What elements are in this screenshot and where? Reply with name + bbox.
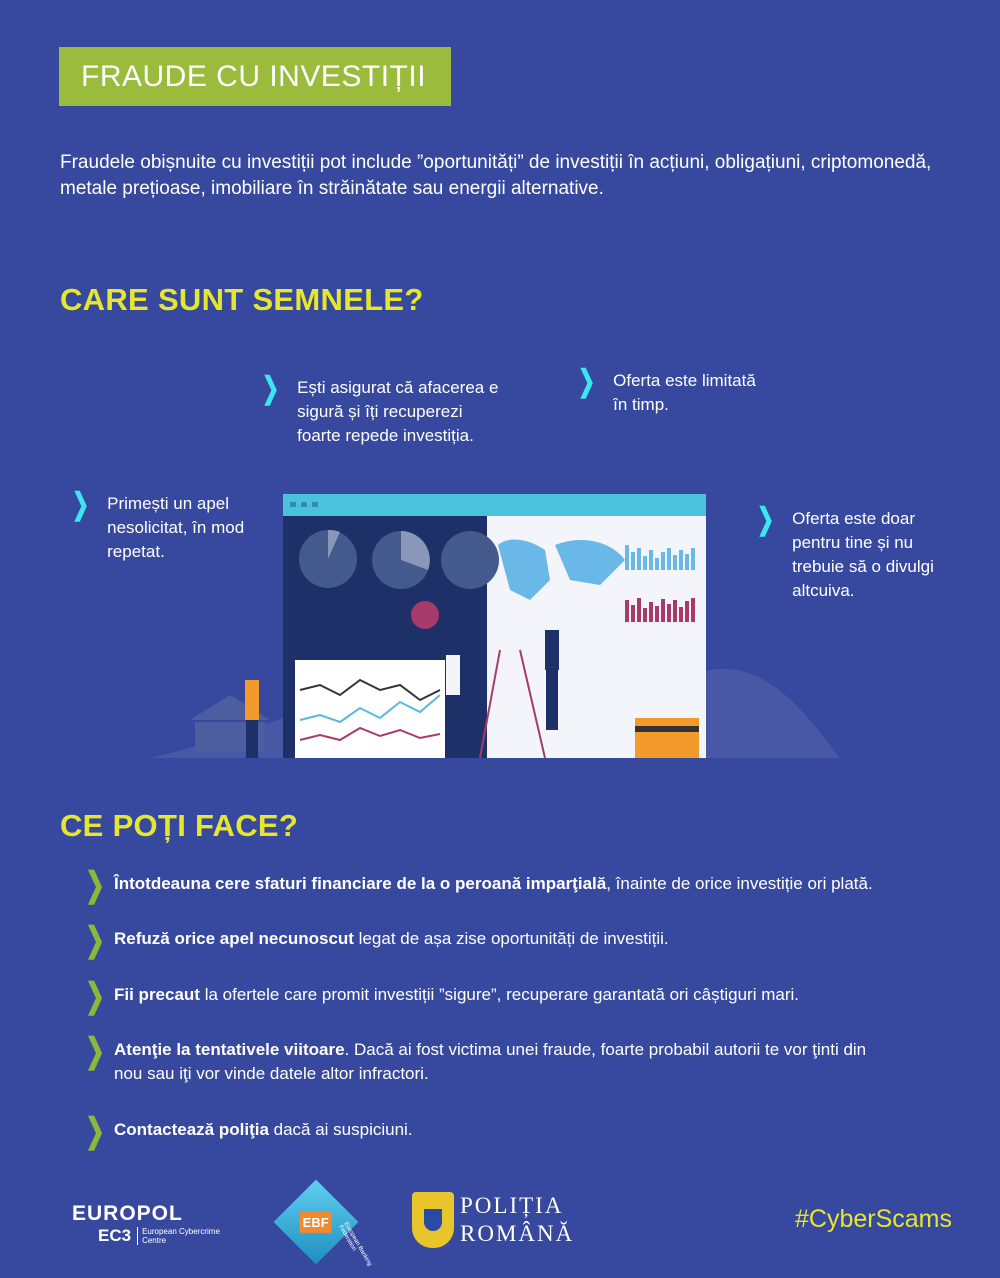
chevron-right-icon: ❯ — [756, 503, 775, 536]
europol-logo: EUROPOL EC3 European Cybercrime Centre — [72, 1202, 222, 1246]
chevron-right-icon: ❯ — [85, 1032, 105, 1070]
investment-dashboard-illustration — [150, 494, 840, 759]
chevron-right-icon: ❯ — [71, 488, 90, 521]
coat-of-arms-icon — [412, 1192, 454, 1248]
chevron-right-icon: ❯ — [85, 1112, 105, 1150]
sign-item: ❯Ești asigurat că afacerea e sigură și î… — [258, 372, 508, 448]
chevron-right-icon: ❯ — [85, 977, 105, 1015]
chevron-right-icon: ❯ — [85, 921, 105, 959]
action-item: ❯Contactează poliţia dacă ai suspiciuni. — [85, 1112, 413, 1150]
action-item: ❯Refuză orice apel necunoscut legat de a… — [85, 921, 669, 959]
sign-item: ❯Oferta este doar pentru tine și nu treb… — [753, 503, 953, 603]
action-item: ❯Atenţie la tentativele viitoare. Dacă a… — [82, 1032, 882, 1086]
action-item: ❯Întotdeauna cere sfaturi financiare de … — [85, 866, 873, 904]
sign-item: ❯Primești un apel nesolicitat, în mod re… — [68, 488, 248, 564]
actions-heading: CE POȚI FACE? — [60, 808, 299, 843]
sign-item: ❯Oferta este limitată în timp. — [574, 365, 774, 417]
ebf-logo: EBF European Banking Federation — [273, 1179, 372, 1267]
title-banner: FRAUDE CU INVESTIȚII — [59, 47, 451, 106]
chevron-right-icon: ❯ — [577, 365, 596, 398]
hashtag: #CyberScams — [795, 1205, 952, 1233]
signs-heading: CARE SUNT SEMNELE? — [60, 282, 424, 317]
chevron-right-icon: ❯ — [261, 372, 280, 405]
action-item: ❯Fii precaut la ofertele care promit inv… — [85, 977, 799, 1015]
intro-text: Fraudele obișnuite cu investiții pot inc… — [60, 152, 932, 199]
page-title: FRAUDE CU INVESTIȚII — [81, 59, 427, 93]
chevron-right-icon: ❯ — [85, 866, 105, 904]
